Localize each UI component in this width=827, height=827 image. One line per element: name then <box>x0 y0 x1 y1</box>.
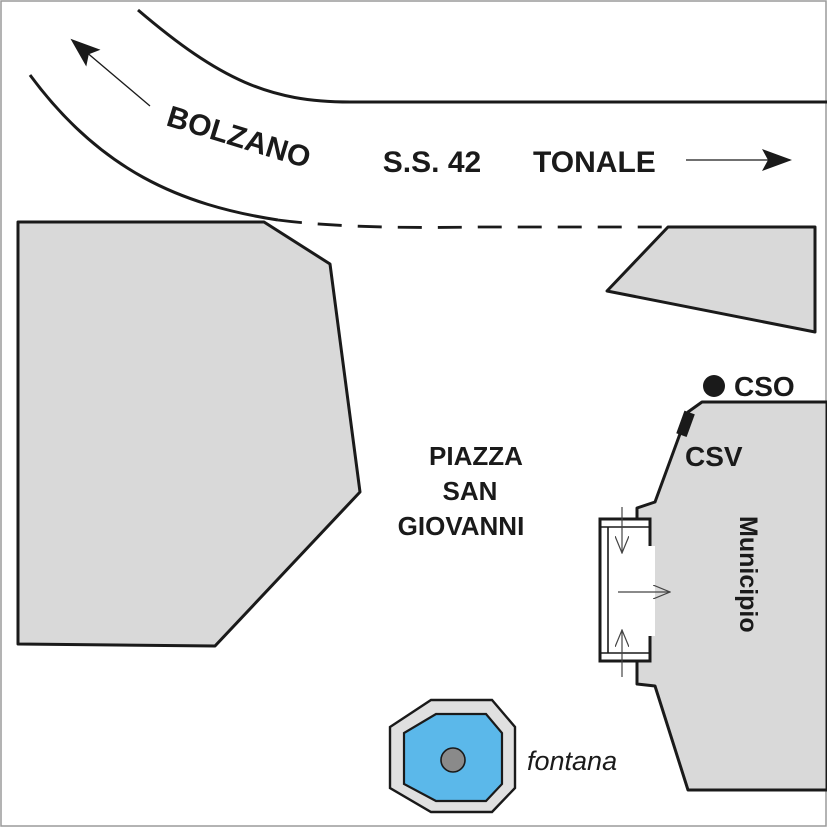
label-square-line1: PIAZZA <box>429 441 523 471</box>
label-tonale: TONALE <box>533 146 656 179</box>
label-square-line2: SAN <box>443 476 498 506</box>
road-south-edge <box>28 74 279 222</box>
arrow-bolzano-icon <box>70 38 151 107</box>
label-cso: CSO <box>734 371 795 402</box>
building-west <box>16 220 362 648</box>
fountain-center-icon <box>440 747 466 773</box>
label-road-name: S.S. 42 <box>383 146 481 179</box>
label-municipio: Municipio <box>734 516 762 633</box>
csv-marker-icon <box>676 410 695 437</box>
road-north-edge <box>137 8 827 104</box>
building-northeast <box>605 225 817 334</box>
road-ss42 <box>28 8 827 229</box>
label-csv: CSV <box>685 441 743 472</box>
entrance-opening <box>645 546 655 636</box>
municipio-entrance <box>598 507 670 677</box>
label-square-line3: GIOVANNI <box>398 511 525 541</box>
label-fontana: fontana <box>527 746 617 776</box>
cso-marker-icon <box>703 375 725 397</box>
fountain <box>388 698 517 814</box>
